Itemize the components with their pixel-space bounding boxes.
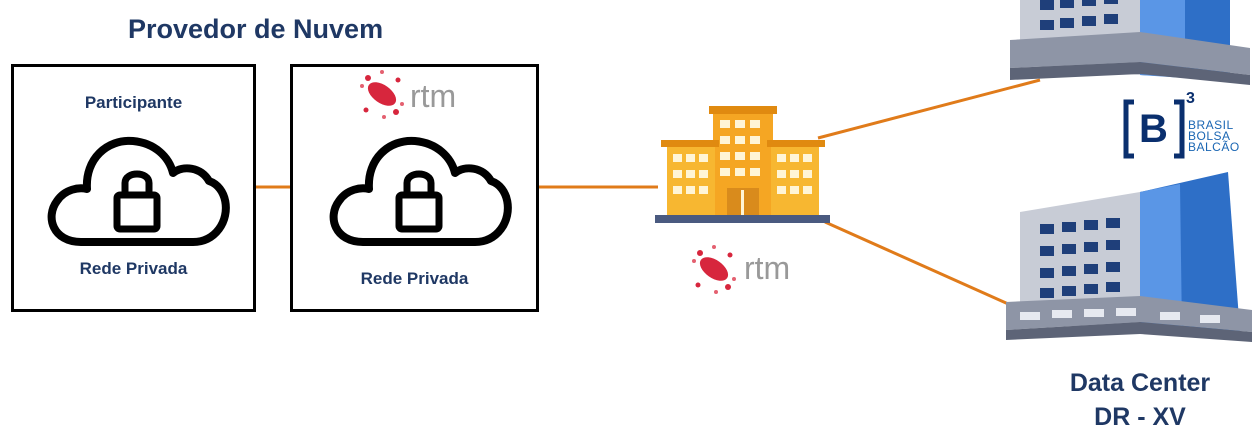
- rtm-logo-icon: [360, 70, 404, 119]
- link-hub-dc-top: [817, 78, 1041, 140]
- page-title: Provedor de Nuvem: [128, 14, 384, 44]
- b3-line-3: BALCÃO: [1188, 140, 1240, 154]
- b3-bracket-icon: [1123, 99, 1185, 159]
- participant-box: Participante Rede Privada: [11, 64, 256, 312]
- datacenter-building-icon: [1006, 172, 1252, 342]
- b3-line-2: BOLSA: [1188, 129, 1231, 143]
- rtm-network-label: Rede Privada: [360, 269, 469, 288]
- rtm-logo-icon: [692, 245, 736, 294]
- office-building-icon: [655, 106, 830, 223]
- cloud-lock-icon: [47, 136, 230, 246]
- cloud-lock-icon: [329, 136, 512, 246]
- participant-network-label: Rede Privada: [79, 259, 188, 278]
- datacenter-label-line-2: DR - XV: [1094, 403, 1186, 431]
- participant-label: Participante: [84, 93, 183, 112]
- b3-line-1: BRASIL: [1188, 118, 1234, 132]
- rtm-cloud-box: Rede Privada: [290, 64, 539, 312]
- b3-mark: B: [1139, 107, 1168, 151]
- link-hub-dc-bottom: [824, 220, 1016, 309]
- b3-superscript: 3: [1186, 90, 1195, 107]
- rtm-logo-text: rtm: [744, 250, 791, 286]
- b3-logo: B 3 BRASIL BOLSA BALCÃO: [1122, 90, 1252, 162]
- datacenter-label: Data Center DR - XV: [1030, 366, 1250, 434]
- datacenter-label-line-1: Data Center: [1069, 369, 1211, 397]
- rtm-logo-text: rtm: [410, 78, 457, 114]
- datacenter-building-icon: [1010, 0, 1250, 85]
